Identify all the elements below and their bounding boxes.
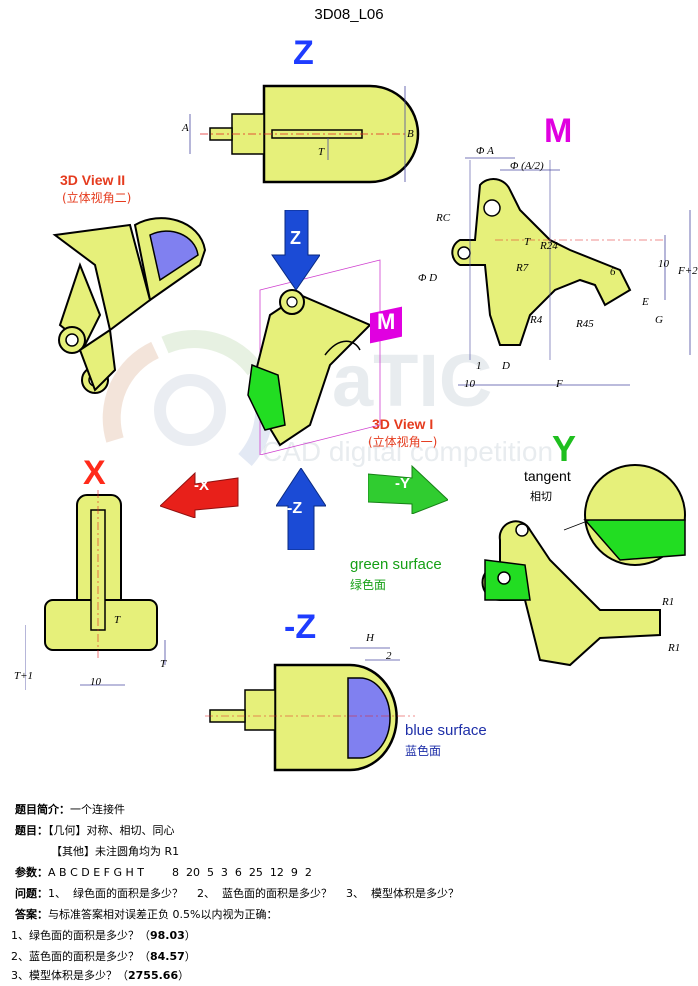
params-line: 参数：A B C D E F G H T 8 20 5 3 6 25 12 9 … [8,841,312,883]
arrow-z-label: Z [290,228,301,248]
view-label-neg-z: -Z [284,608,317,646]
view2-sublabel: (立体视角二) [62,191,132,205]
m-dim-phi-a: Φ A [476,145,494,157]
answer-1-value: 98.03 [150,929,185,942]
params-value: A B C D E F G H T 8 20 5 3 6 25 12 9 2 [48,866,312,879]
y-dim-r1a: R1 [662,596,675,608]
m-dim-r24: R24 [540,240,558,252]
intro-line: 题目简介：一个连接件 [8,778,125,820]
arrow-neg-z-label: -Z [287,500,303,517]
topic-line: 题目：【几何】对称、相切、同心 [8,799,175,841]
answer-label: 答案： [15,908,48,921]
y-dim-r1b: R1 [668,642,681,654]
topic-line-2: 【其他】未注圆角均为 R1 [44,820,179,862]
neg-z-dim-h: H [366,632,374,644]
topic-value-1: 【几何】对称、相切、同心 [48,824,175,837]
green-surface-sublabel: 绿色面 [350,578,387,592]
view-label-m: M [544,112,573,150]
view-label-y: Y [552,428,577,469]
m-dim-r7: R7 [516,262,529,274]
m-dim-f2: F+2 [678,265,698,277]
intro-label: 题目简介： [15,803,70,816]
question-label: 问题： [15,887,48,900]
arrow-y-icon [368,464,448,514]
neg-z-view-drawing [205,647,415,772]
x-dim-t1: T+1 [14,670,34,682]
m-dim-r4: R4 [530,314,543,326]
m-dim-phi-d: Φ D [418,272,438,284]
arrow-y-label: -Y [395,475,410,492]
answer-1-close: ） [184,929,196,942]
m-dim-6: 6 [610,266,616,278]
arrow-x-label: -X [194,477,209,494]
answer-3-text: 3、模型体积是多少？（ [11,969,128,982]
blue-surface-sublabel: 蓝色面 [405,744,442,758]
answer-1-text: 1、绿色面的面积是多少？（ [11,929,150,942]
arrow-neg-z-icon [276,468,326,550]
x-dim-10: 10 [90,676,101,688]
m-dim-rc: RC [436,212,451,224]
m-badge-label: M [377,309,396,334]
green-surface-label: green surface [350,556,442,573]
answer-3-value: 2755.66 [128,969,179,982]
tangent-label: tangent [524,468,571,484]
watermark-sub: CAD digital competition [262,436,554,467]
m-dim-1: 1 [476,360,482,372]
topic-label: 题目： [15,824,48,837]
y-view-drawing [481,464,686,667]
z-dim-a: A [182,122,189,134]
m-dim-phi-a2: Φ (A/2) [510,160,544,172]
view1-drawing [247,259,381,455]
watermark-brand: aTIC [332,339,493,422]
z-view-drawing [189,84,420,184]
m-dim-t: T [524,236,531,248]
view1-sublabel: (立体视角一) [368,435,438,449]
answer-value: 与标准答案相对误差正负 0.5%以内视为正确： [48,908,278,921]
m-dim-r45: R45 [576,318,594,330]
view2-drawing [52,217,207,394]
answer-2-value: 84.57 [150,950,185,963]
m-dim-10b: 10 [464,378,475,390]
params-label: 参数： [15,866,48,879]
view1-label: 3D View I [372,416,434,432]
answer-3: 3、模型体积是多少？（2755.66） [4,944,189,986]
z-dim-t: T [318,146,325,158]
m-dim-f: F [556,378,563,390]
m-view-drawing [451,157,691,386]
m-dim-e: E [642,296,649,308]
x-dim-t2: T [160,658,167,670]
question-value: 1、 绿色面的面积是多少？ 2、 蓝色面的面积是多少？ 3、 模型体积是多少？ [48,887,459,900]
x-view-drawing [25,490,166,690]
m-dim-g: G [655,314,663,326]
arrow-z-icon [271,210,320,290]
answer-3-close: ） [178,969,190,982]
blue-surface-label: blue surface [405,722,487,739]
neg-z-dim-2: 2 [386,650,392,662]
view-label-z: Z [293,34,314,72]
m-dim-d: D [502,360,510,372]
arrow-x-icon [160,471,239,518]
topic-value-2: 【其他】未注圆角均为 R1 [51,845,180,858]
answer-line: 答案：与标准答案相对误差正负 0.5%以内视为正确： [8,883,277,925]
answer-2-text: 2、蓝色面的面积是多少？（ [11,950,150,963]
question-line: 问题：1、 绿色面的面积是多少？ 2、 蓝色面的面积是多少？ 3、 模型体积是多… [8,862,459,904]
page-title: 3D08_L06 [314,6,384,23]
tangent-sublabel: 相切 [530,490,552,503]
x-dim-t: T [114,614,121,626]
answer-1: 1、绿色面的面积是多少？（98.03） [4,904,196,946]
answer-2-close: ） [184,950,196,963]
view2-label: 3D View II [60,172,126,188]
view-label-x: X [83,454,106,492]
answer-2: 2、蓝色面的面积是多少？（84.57） [4,925,196,967]
m-dim-10: 10 [658,258,669,270]
z-dim-b: B [407,128,414,140]
intro-value: 一个连接件 [70,803,125,816]
